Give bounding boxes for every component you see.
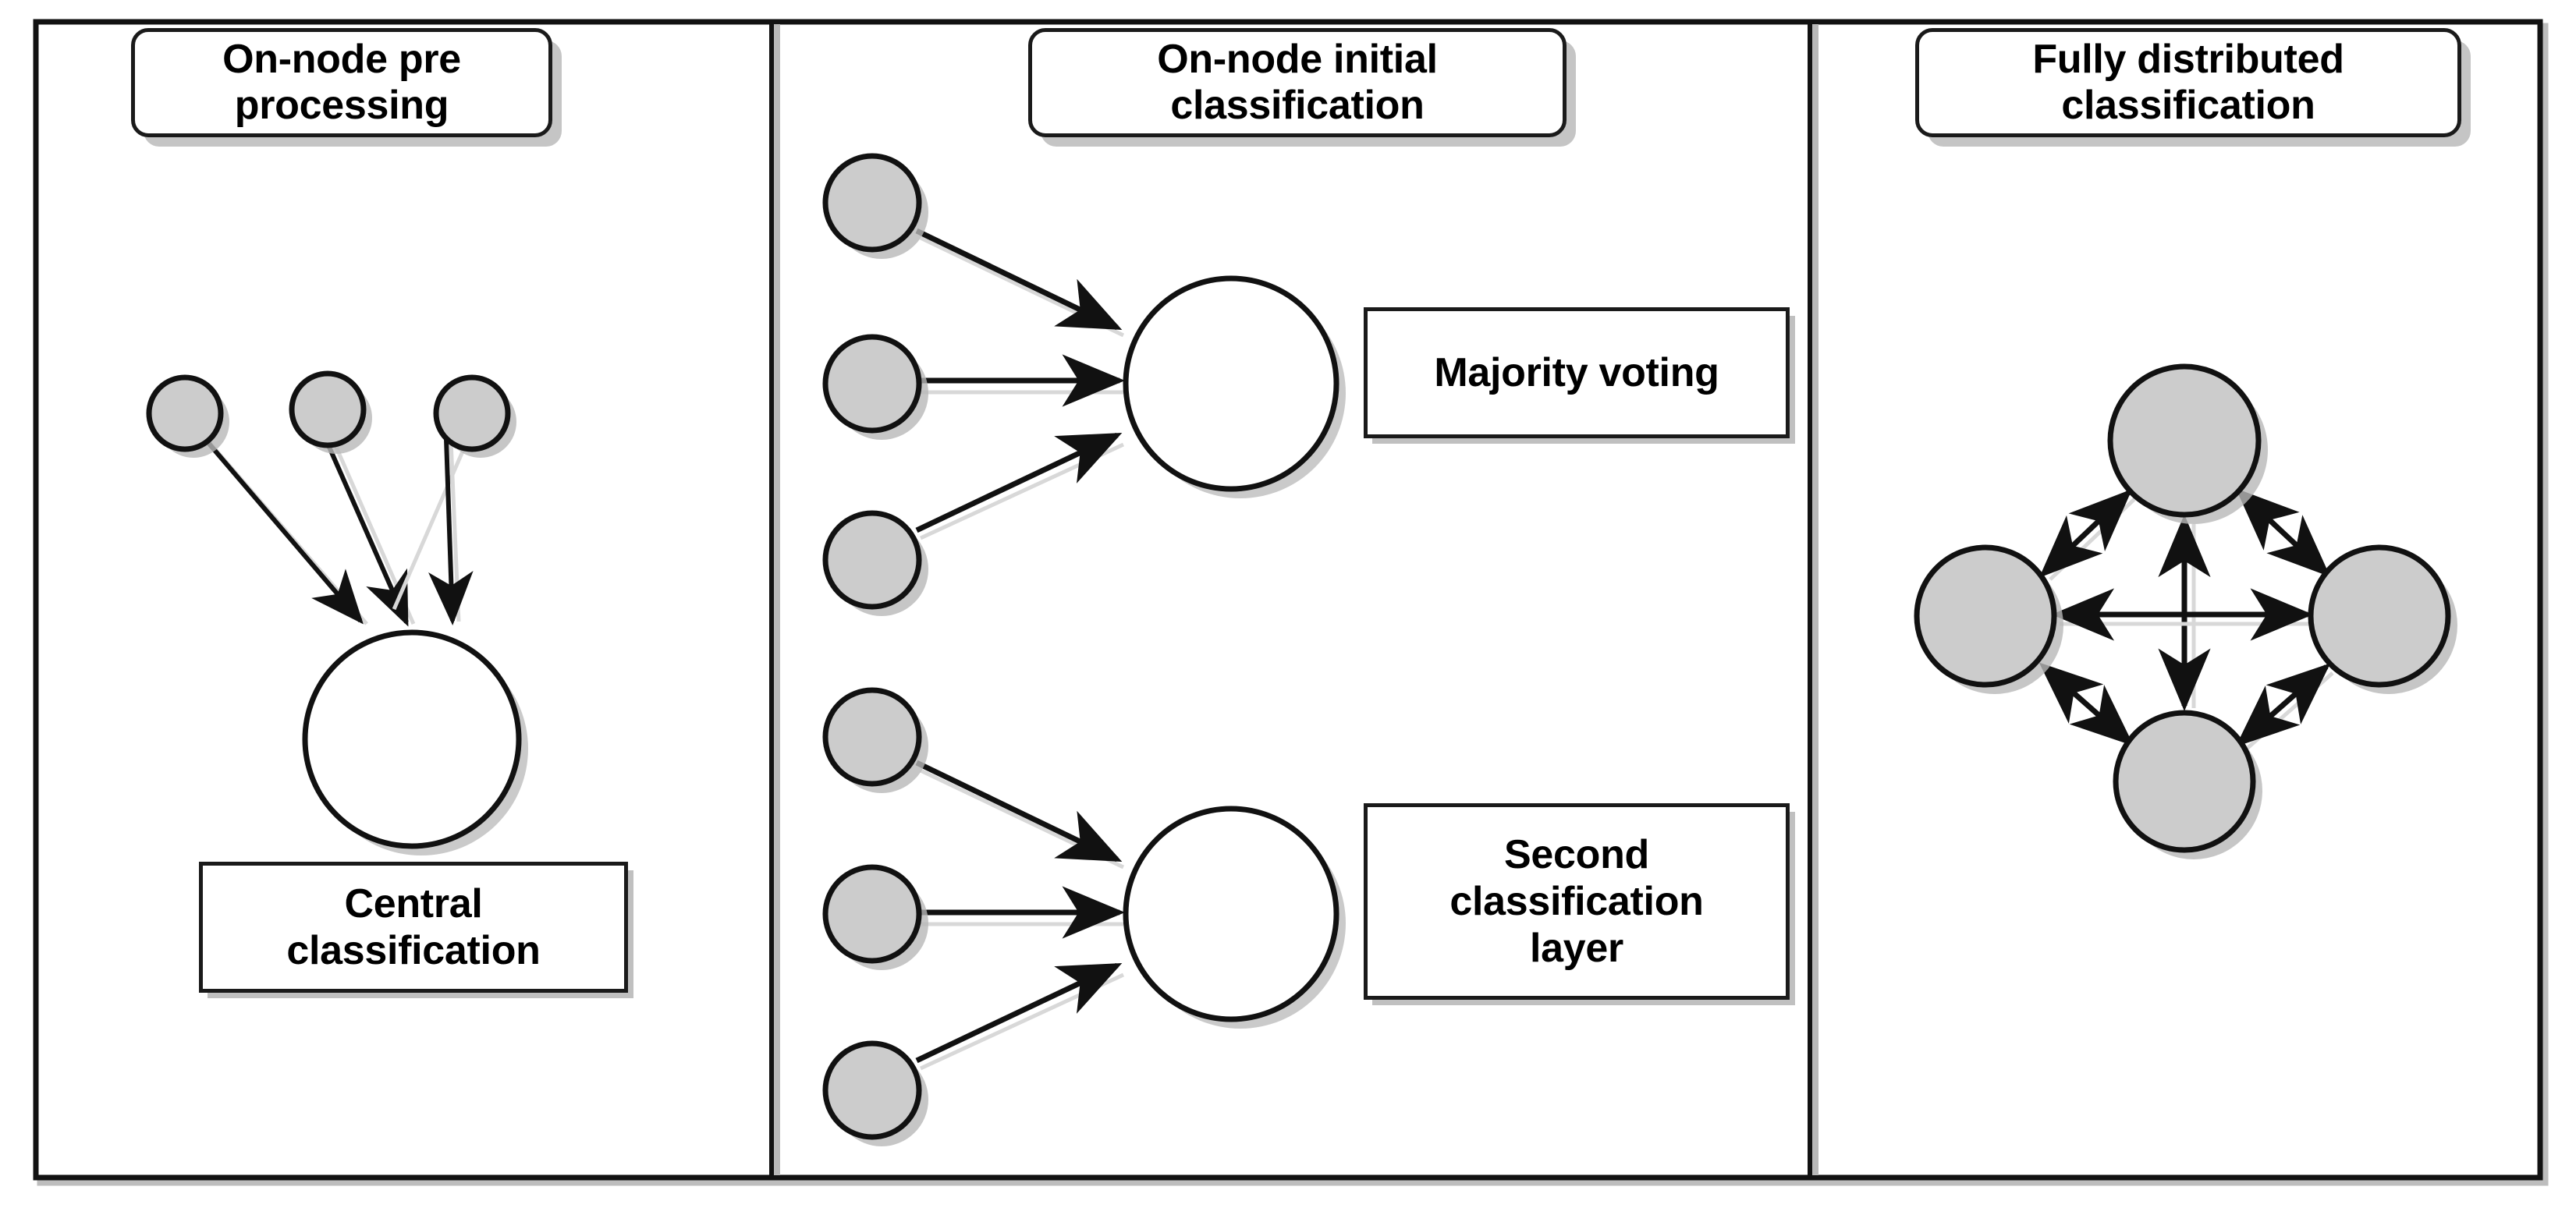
p2-edge-4: [915, 760, 1123, 863]
p2-aggregator-node-1: [1123, 275, 1346, 498]
second-classification-layer-label: Second classification layer: [1364, 803, 1790, 1000]
panel-1-title-line1: On-node pre: [222, 36, 461, 82]
p2-sensor-node-6: [822, 1040, 928, 1146]
p2-edges-upper: [915, 228, 1125, 540]
p2-sensor-node-5: [822, 864, 928, 970]
central-classification-label: Central classification: [199, 862, 628, 993]
p1-edges: [202, 437, 474, 627]
p2-edge-1: [915, 228, 1123, 331]
p3-edge-left-bottom: [2038, 662, 2134, 746]
panel-1-title-line2: processing: [234, 83, 449, 128]
panel-1-title: On-node pre processing: [131, 28, 552, 137]
p3-peer-node-top: [2107, 363, 2268, 524]
p3-edge-bottom-right: [2235, 663, 2331, 747]
panel-1-graph: [146, 370, 528, 855]
panel-2-title: On-node initial classification: [1028, 28, 1567, 137]
p1-sensor-node-2: [289, 370, 372, 454]
panel-3-title-line1: Fully distributed: [2032, 36, 2344, 82]
central-classification-line2: classification: [286, 928, 541, 973]
majority-voting-label: Majority voting: [1364, 307, 1790, 438]
second-layer-line1: Second: [1503, 831, 1649, 877]
panel-divider-2: [1808, 24, 1818, 1175]
p1-edge-2: [326, 444, 409, 627]
p2-edges-lower: [915, 760, 1125, 1071]
panel-3-title-line2: classification: [2061, 83, 2315, 128]
panel-divider-1: [769, 24, 780, 1175]
p2-edge-3: [915, 432, 1123, 533]
p3-peer-node-bottom: [2113, 710, 2262, 859]
p2-sensor-node-3: [822, 510, 928, 616]
second-layer-line3: layer: [1530, 926, 1623, 972]
panel-3-graph: [1914, 363, 2457, 859]
p1-edge-3: [428, 437, 474, 625]
p3-edges: [2038, 488, 2334, 750]
central-classification-line1: Central: [344, 880, 483, 926]
majority-voting-text: Majority voting: [1434, 349, 1719, 395]
p2-edge-6: [915, 962, 1123, 1064]
p2-aggregator-node-2: [1123, 806, 1346, 1029]
panel-2-title-line2: classification: [1170, 83, 1425, 128]
p3-peer-node-left: [1914, 544, 2063, 694]
p1-sensor-node-3: [433, 374, 516, 458]
panel-2-graph: [822, 153, 1346, 1146]
p3-edge-top-right: [2235, 488, 2331, 577]
second-layer-line2: classification: [1449, 878, 1704, 924]
p3-edge-left-top: [2038, 489, 2133, 578]
p3-peer-node-right: [2308, 544, 2457, 694]
p2-sensor-node-2: [822, 334, 928, 440]
panel-3-title: Fully distributed classification: [1915, 28, 2461, 137]
p2-sensor-node-4: [822, 687, 928, 793]
panel-2-title-line1: On-node initial: [1157, 36, 1438, 82]
p1-central-node: [302, 629, 528, 855]
p1-edge-1: [202, 437, 364, 625]
p1-sensor-node-1: [146, 374, 229, 458]
p2-sensor-node-1: [822, 153, 928, 259]
